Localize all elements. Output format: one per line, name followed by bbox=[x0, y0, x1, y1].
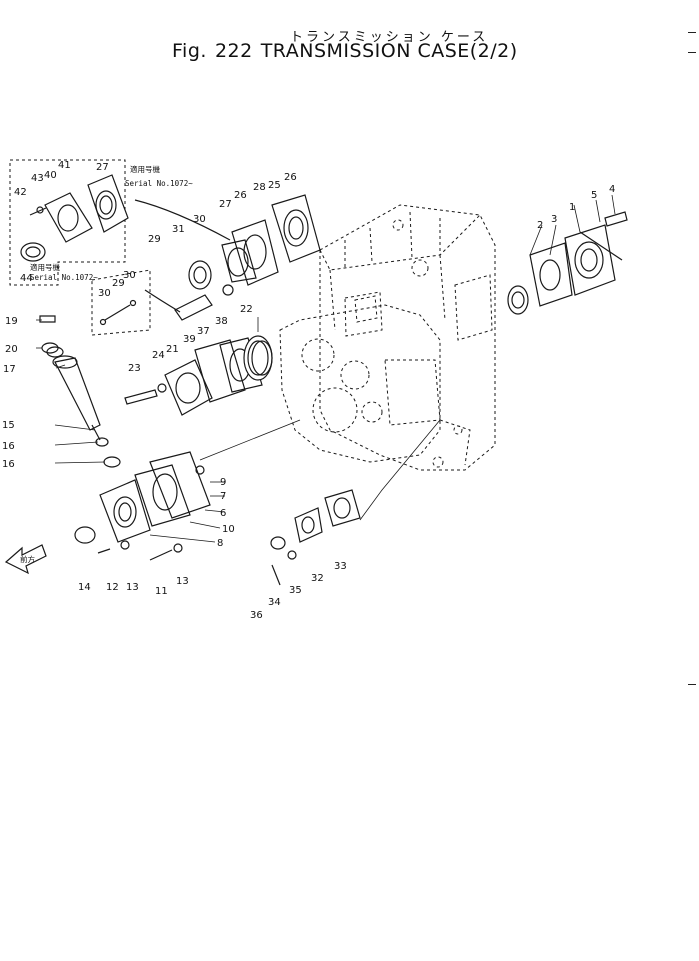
callout-30a: 30 bbox=[193, 214, 206, 225]
upper-inset-frame bbox=[9, 159, 126, 286]
callout-9: 9 bbox=[220, 477, 226, 488]
callout-24: 24 bbox=[152, 350, 165, 361]
callout-30b: 30 bbox=[98, 288, 111, 299]
callout-21: 21 bbox=[166, 344, 179, 355]
callout-42: 42 bbox=[14, 187, 27, 198]
inset-cover-plate bbox=[20, 174, 129, 262]
callout-29a: 29 bbox=[148, 234, 161, 245]
lower-plate-group bbox=[270, 489, 361, 586]
callout-20: 20 bbox=[5, 344, 18, 355]
edge-mark bbox=[688, 684, 696, 685]
callout-29b: 29 bbox=[112, 278, 125, 289]
callout-3: 3 bbox=[551, 214, 557, 225]
callout-35: 35 bbox=[289, 585, 302, 596]
leader-lines bbox=[36, 194, 616, 543]
front-arrow-label: 前方 bbox=[20, 554, 35, 564]
callout-27b: 27 bbox=[219, 199, 232, 210]
callout-23: 23 bbox=[128, 363, 141, 374]
callout-28: 28 bbox=[253, 182, 266, 193]
callout-33: 33 bbox=[334, 561, 347, 572]
part-callouts: 1 2 3 4 5 6 7 8 9 10 11 12 13 13 13 14 1… bbox=[2, 160, 615, 621]
lower-housing-group bbox=[74, 451, 211, 561]
lower-applicable-note: 適用号機 bbox=[30, 262, 60, 272]
callout-8: 8 bbox=[217, 538, 223, 549]
right-cover-group bbox=[507, 211, 628, 315]
callout-13b: 13 bbox=[176, 576, 189, 587]
callout-30c: 30 bbox=[123, 270, 136, 281]
figure-number: 222 bbox=[214, 40, 253, 62]
callout-39: 39 bbox=[183, 334, 196, 345]
edge-mark bbox=[688, 52, 696, 53]
callout-1: 1 bbox=[569, 202, 575, 213]
callout-32: 32 bbox=[311, 573, 324, 584]
callout-25: 25 bbox=[268, 180, 281, 191]
callout-11: 11 bbox=[155, 586, 168, 597]
transmission-case-body bbox=[279, 204, 496, 471]
callout-19: 19 bbox=[5, 316, 18, 327]
shaft-parts-group bbox=[39, 315, 121, 468]
upper-serial-note: Serial No.1072~ bbox=[125, 179, 193, 188]
callout-43: 43 bbox=[31, 173, 44, 184]
upper-applicable-note: 適用号機 bbox=[130, 164, 160, 174]
figure-label: Fig. bbox=[172, 40, 207, 62]
lower-inset-frame bbox=[91, 269, 151, 336]
callout-5: 5 bbox=[591, 190, 597, 201]
callout-26b: 26 bbox=[234, 190, 247, 201]
callout-27a: 27 bbox=[96, 162, 109, 173]
callout-26a: 26 bbox=[284, 172, 297, 183]
callout-40: 40 bbox=[44, 170, 57, 181]
callout-34: 34 bbox=[268, 597, 281, 608]
title-japanese: トランスミッション ケース bbox=[290, 30, 489, 45]
edge-mark bbox=[688, 32, 696, 33]
callout-22: 22 bbox=[240, 304, 253, 315]
middle-cover-group bbox=[124, 335, 273, 416]
callout-17: 17 bbox=[3, 364, 16, 375]
callout-37: 37 bbox=[197, 326, 210, 337]
front-direction-arrow: 前方 bbox=[4, 544, 47, 575]
bearing-retainer-group bbox=[134, 194, 321, 321]
callout-36: 36 bbox=[250, 610, 263, 621]
callout-14: 14 bbox=[78, 582, 91, 593]
callout-12: 12 bbox=[106, 582, 119, 593]
callout-4: 4 bbox=[609, 184, 615, 195]
callout-2: 2 bbox=[537, 220, 543, 231]
callout-16a: 16 bbox=[2, 441, 15, 452]
figure-caption: TRANSMISSION CASE(2/2) bbox=[260, 40, 518, 62]
callout-7: 7 bbox=[220, 491, 226, 502]
figure-title: Fig. 222 TRANSMISSION CASE(2/2) bbox=[172, 40, 526, 62]
callout-38: 38 bbox=[215, 316, 228, 327]
callout-41: 41 bbox=[58, 160, 71, 171]
callout-6: 6 bbox=[220, 508, 226, 519]
callout-31: 31 bbox=[172, 224, 185, 235]
callout-44: 44 bbox=[20, 273, 33, 284]
callout-15: 15 bbox=[2, 420, 15, 431]
callout-16b: 16 bbox=[2, 459, 15, 470]
lower-serial-note: Serial No.1072~ bbox=[30, 273, 98, 282]
callout-10: 10 bbox=[222, 524, 235, 535]
callout-13a: 13 bbox=[126, 582, 139, 593]
